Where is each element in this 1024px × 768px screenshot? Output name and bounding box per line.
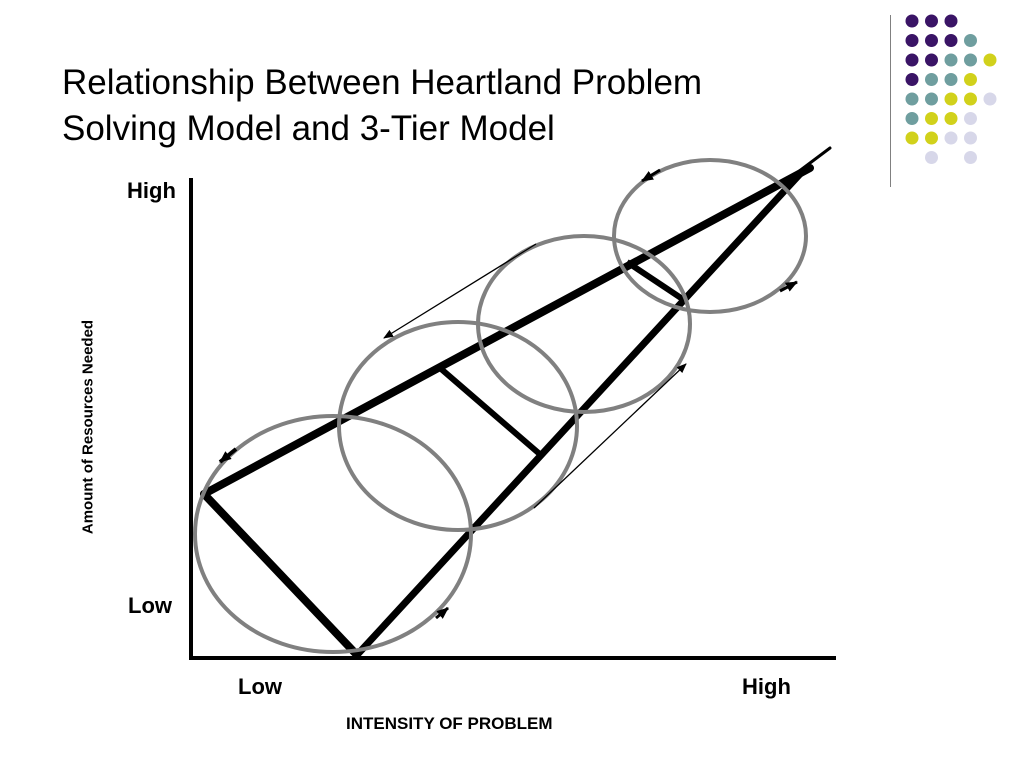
decorative-dot: [983, 53, 997, 67]
decorative-dot: [905, 34, 919, 47]
decorative-dot: [925, 131, 938, 145]
slide-title-line-2: Solving Model and 3-Tier Model: [62, 109, 555, 148]
circle-4-top-arrowhead: [641, 168, 661, 183]
decorative-dot: [964, 112, 977, 125]
circle-4-bottom-arrowhead: [779, 280, 798, 293]
decorative-dot: [964, 53, 977, 67]
decorative-dot: [925, 112, 938, 125]
decorative-dot: [944, 73, 958, 86]
tier-divider-1: [438, 365, 544, 459]
triangle-base-edge: [200, 490, 361, 659]
slide-title-line-1: Relationship Between Heartland Problem: [62, 63, 703, 102]
decorative-dot: [964, 131, 977, 145]
decorative-vertical-rule: [890, 15, 891, 187]
decorative-dot: [925, 151, 938, 164]
cycle-circle-2: [337, 320, 579, 532]
decorative-dot: [944, 92, 958, 106]
decorative-dot: [905, 14, 919, 28]
y-axis-low-label: Low: [128, 593, 172, 618]
decorative-dot: [925, 14, 938, 28]
cycle-circle-1: [193, 414, 473, 654]
decorative-dot: [905, 73, 919, 86]
decorative-dot: [944, 34, 958, 47]
cycle-circle-4: [612, 158, 808, 314]
decorative-dot: [964, 73, 977, 86]
decorative-dot: [905, 112, 919, 125]
tier-divider-2: [625, 259, 686, 303]
x-axis-title: INTENSITY OF PROBLEM: [346, 714, 553, 733]
decorative-dot: [964, 151, 977, 164]
x-axis-low-label: Low: [238, 674, 282, 699]
circle-1-arrowhead: [218, 447, 238, 464]
decorative-dot: [925, 34, 938, 47]
decorative-dot-grid: [905, 14, 997, 164]
decorative-dot: [964, 34, 977, 47]
decorative-dot: [905, 53, 919, 67]
arrow-circle-2-to-circle-3: [533, 363, 687, 509]
circle-1-lower-arrowhead: [435, 606, 449, 620]
triangle-lower-edge: [353, 170, 804, 659]
decorative-dot: [983, 92, 997, 106]
decorative-dot: [925, 53, 938, 67]
decorative-dot: [905, 92, 919, 106]
decorative-dot: [944, 112, 958, 125]
decorative-dot: [944, 131, 958, 145]
y-axis-title: Amount of Resources Needed: [79, 319, 97, 535]
decorative-dot: [944, 14, 958, 28]
decorative-dot: [964, 92, 977, 106]
slide-title: Relationship Between Heartland Problem S…: [62, 60, 842, 152]
x-axis-high-label: High: [742, 674, 791, 699]
arrow-circle-3-to-circle-2: [383, 243, 537, 339]
triangle-apex-tip: [788, 146, 832, 180]
decorative-dot: [944, 53, 958, 67]
decorative-dot: [925, 92, 938, 106]
decorative-dot: [925, 73, 938, 86]
cycle-circle-3: [476, 234, 692, 414]
y-axis-high-label: High: [127, 178, 176, 203]
decorative-dot: [905, 131, 919, 145]
